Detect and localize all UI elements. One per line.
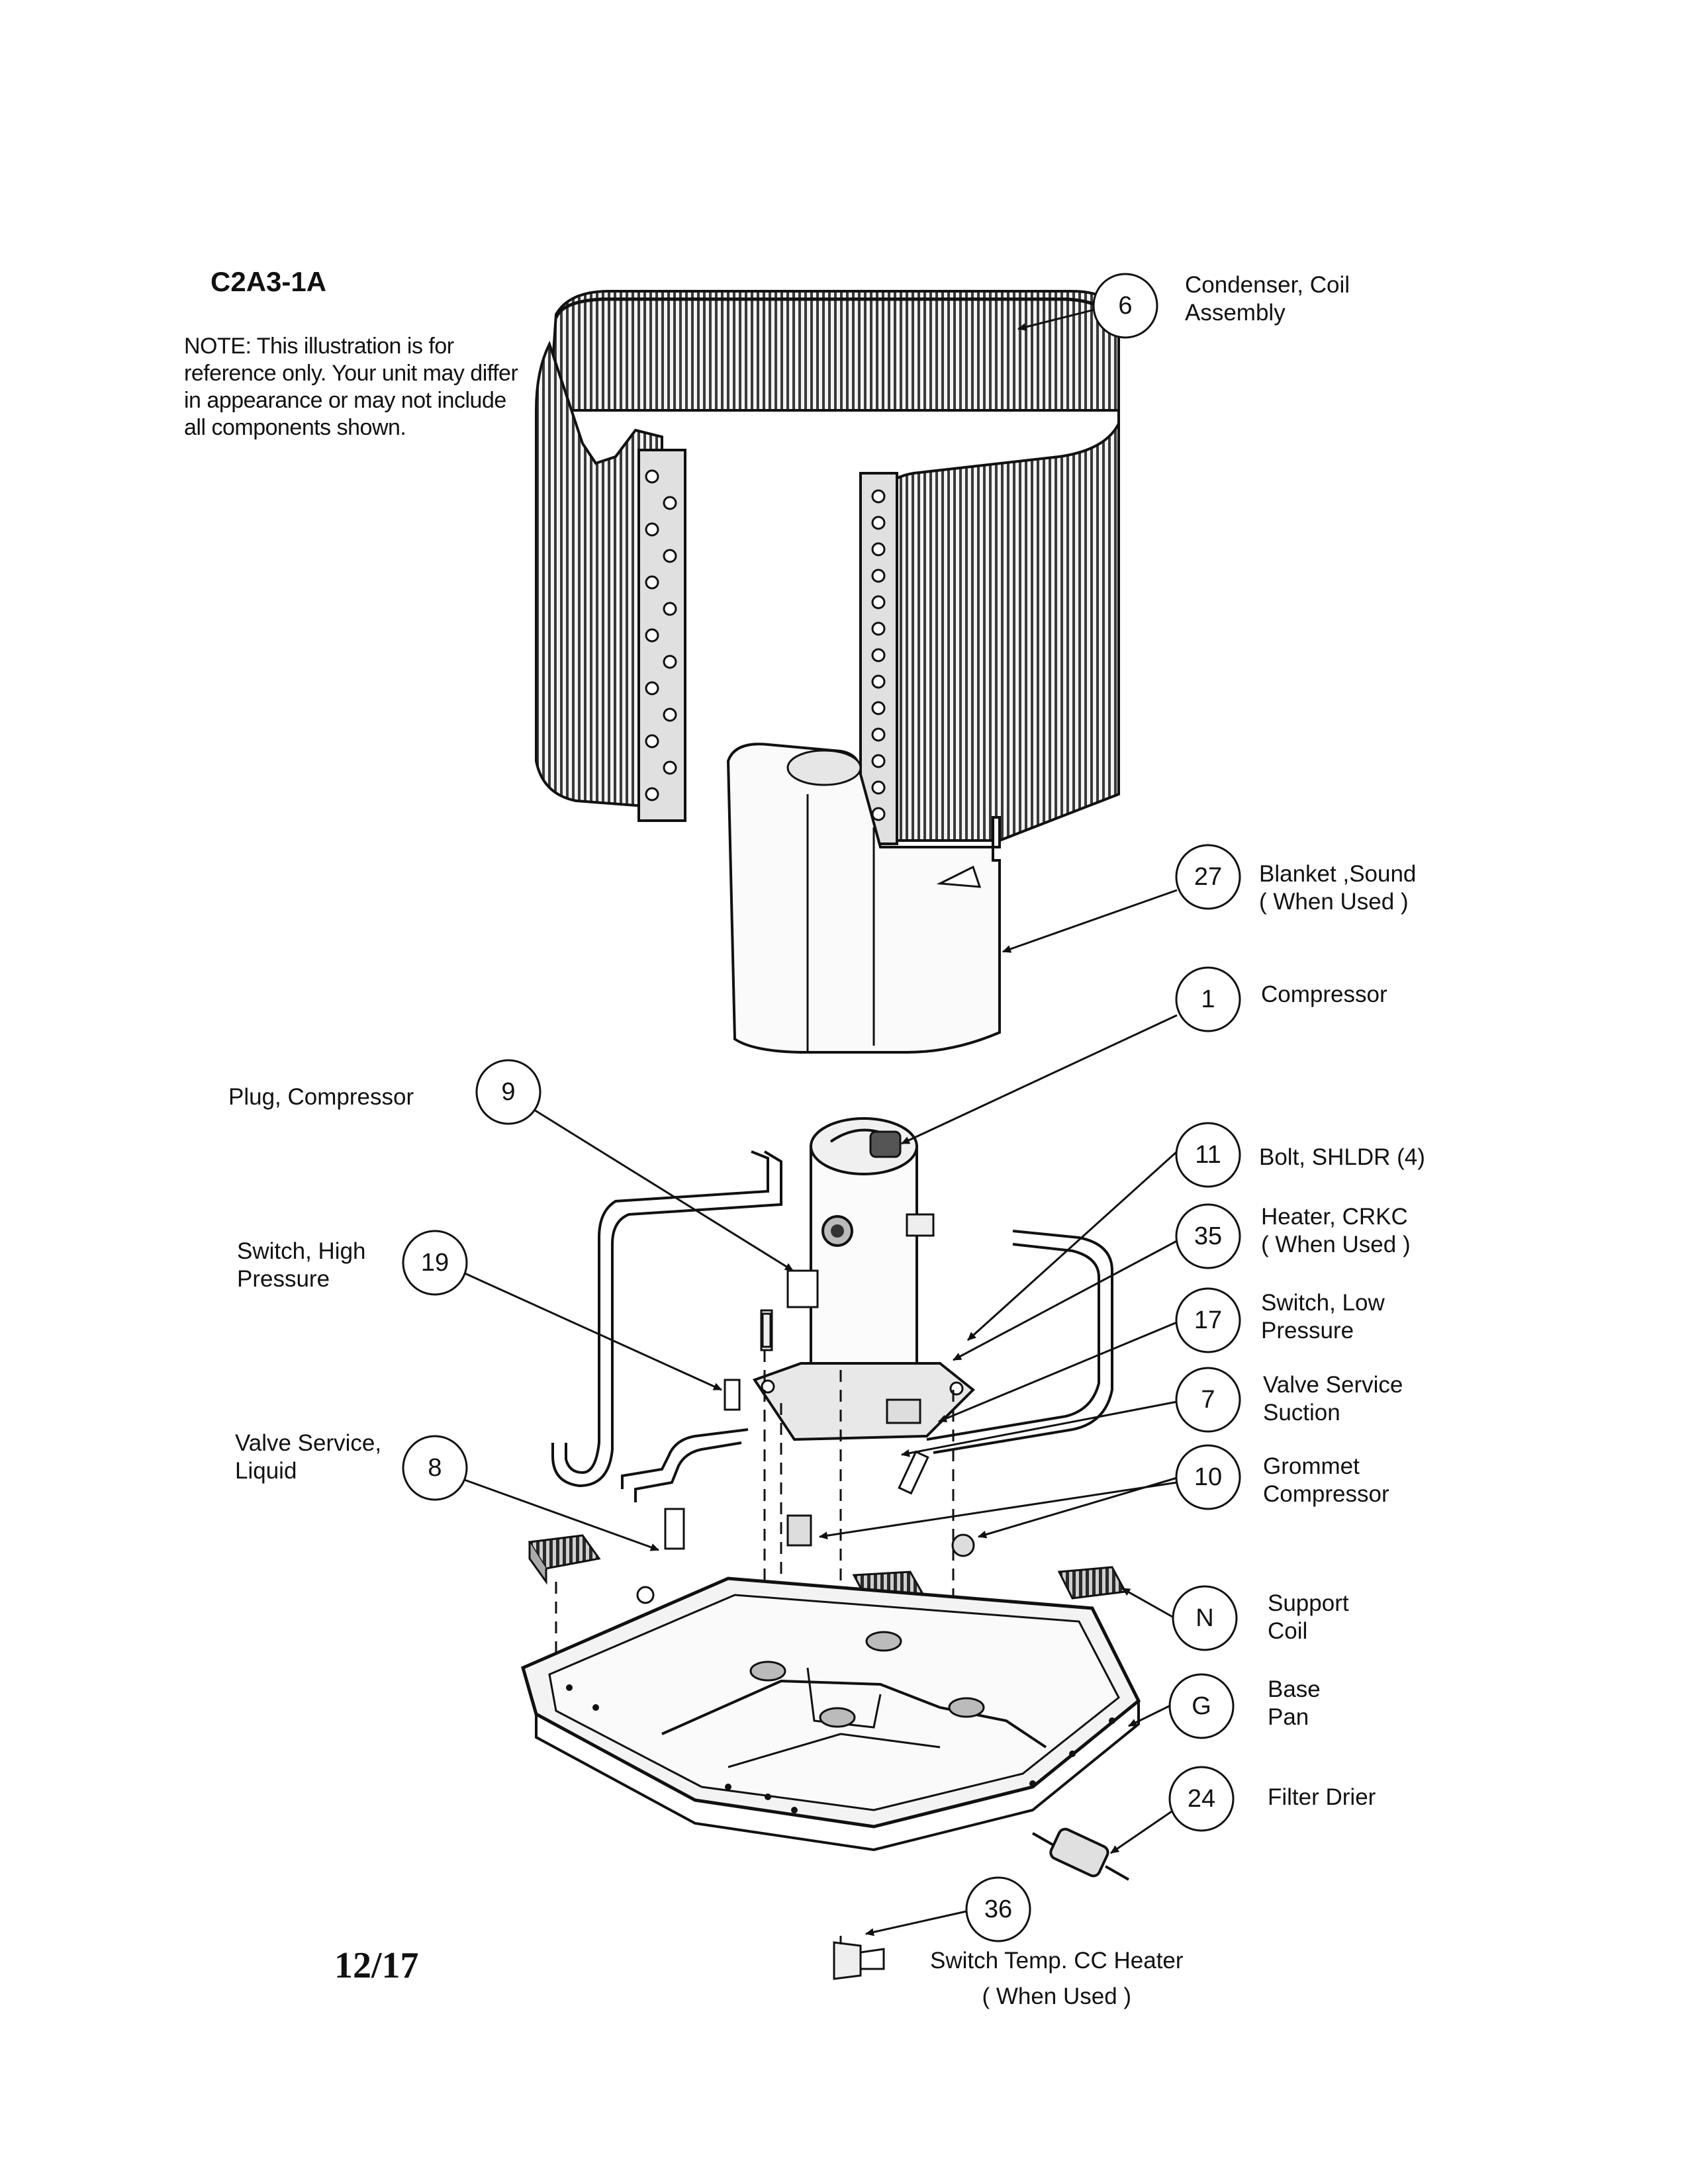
callout-10-text: 10	[1194, 1463, 1222, 1491]
part-label-35-line2: ( When Used )	[1261, 1232, 1411, 1257]
callout-6: 6	[1092, 273, 1158, 339]
callout-9: 9	[475, 1059, 541, 1125]
base-pan-illustration	[520, 1576, 1141, 1852]
callout-1-text: 1	[1201, 985, 1215, 1013]
callout-17-text: 17	[1194, 1306, 1222, 1334]
callout-24-text: 24	[1188, 1785, 1215, 1813]
callout-G-text: G	[1192, 1692, 1211, 1720]
part-label-36-line2: ( When Used )	[982, 1983, 1132, 2009]
callout-7-text: 7	[1201, 1386, 1215, 1414]
part-label-N: Support Coil	[1268, 1590, 1349, 1645]
part-label-36: Switch Temp. CC Heater ( When Used )	[930, 1947, 1184, 2011]
callout-1: 1	[1175, 966, 1241, 1032]
callout-7: 7	[1175, 1367, 1241, 1433]
part-label-6-line1: Condenser, Coil	[1185, 272, 1350, 298]
sound-blanket-illustration	[726, 743, 1001, 1054]
compressor-illustration	[752, 1117, 975, 1441]
part-label-11-line1: Bolt, SHLDR (4)	[1259, 1144, 1425, 1170]
callout-N: N	[1172, 1585, 1238, 1651]
callout-11: 11	[1175, 1122, 1241, 1188]
part-label-6: Condenser, Coil Assembly	[1185, 271, 1350, 327]
part-label-27-line1: Blanket ,Sound	[1259, 861, 1417, 887]
part-label-9: Plug, Compressor	[228, 1083, 414, 1111]
part-label-10-line1: Grommet	[1263, 1453, 1360, 1479]
callout-35: 35	[1175, 1203, 1241, 1269]
callout-19: 19	[402, 1230, 468, 1296]
part-label-17-line2: Pressure	[1261, 1318, 1354, 1343]
part-label-27: Blanket ,Sound ( When Used )	[1259, 860, 1416, 916]
callout-27-text: 27	[1194, 863, 1222, 891]
leader-lines	[453, 308, 1178, 1936]
callout-8-text: 8	[428, 1454, 442, 1482]
illustration-note: NOTE: This illustration is for reference…	[184, 334, 518, 440]
part-label-17-line1: Switch, Low	[1261, 1290, 1385, 1316]
part-label-24: Filter Drier	[1268, 1784, 1376, 1811]
callout-6-text: 6	[1118, 292, 1132, 320]
part-label-10: Grommet Compressor	[1263, 1453, 1389, 1508]
part-label-7-line1: Valve Service	[1263, 1372, 1403, 1398]
callout-19-text: 19	[421, 1249, 449, 1277]
callout-27: 27	[1175, 844, 1241, 910]
callout-10: 10	[1175, 1444, 1241, 1510]
part-label-27-line2: ( When Used )	[1259, 889, 1409, 915]
page-number: 12/17	[334, 1945, 419, 1986]
callout-N-text: N	[1196, 1604, 1213, 1632]
part-label-8-line1: Valve Service,	[235, 1430, 382, 1456]
part-label-19: Switch, High Pressure	[237, 1238, 366, 1293]
callout-24: 24	[1168, 1766, 1235, 1832]
part-label-17: Switch, Low Pressure	[1261, 1289, 1385, 1345]
part-label-19-line2: Pressure	[237, 1266, 330, 1292]
part-label-1-line1: Compressor	[1261, 981, 1387, 1007]
part-label-6-line2: Assembly	[1185, 300, 1286, 326]
switch-temp-illustration	[833, 1936, 885, 1980]
part-label-9-line1: Plug, Compressor	[228, 1084, 414, 1110]
part-label-36-line1: Switch Temp. CC Heater	[930, 1948, 1184, 1974]
diagram-title: C2A3-1A	[211, 266, 327, 297]
part-label-G: Base Pan	[1268, 1676, 1321, 1731]
part-label-N-line2: Coil	[1268, 1618, 1308, 1644]
part-label-G-line1: Base	[1268, 1676, 1321, 1702]
filter-drier-illustration	[1032, 1827, 1129, 1881]
part-label-7: Valve Service Suction	[1263, 1371, 1403, 1427]
part-label-G-line2: Pan	[1268, 1704, 1309, 1730]
callout-9-text: 9	[501, 1078, 515, 1106]
part-label-35-line1: Heater, CRKC	[1261, 1204, 1408, 1230]
part-label-8-line2: Liquid	[235, 1458, 297, 1484]
part-label-N-line1: Support	[1268, 1590, 1349, 1616]
callout-35-text: 35	[1194, 1222, 1222, 1250]
callout-8: 8	[402, 1435, 468, 1501]
part-label-10-line2: Compressor	[1263, 1481, 1389, 1507]
part-label-1: Compressor	[1261, 981, 1387, 1009]
part-label-11: Bolt, SHLDR (4)	[1259, 1144, 1425, 1171]
part-label-35: Heater, CRKC ( When Used )	[1261, 1203, 1411, 1259]
part-label-19-line1: Switch, High	[237, 1238, 366, 1264]
callout-11-text: 11	[1195, 1141, 1221, 1169]
part-label-7-line2: Suction	[1263, 1400, 1340, 1426]
condenser-coil-illustration	[535, 290, 1120, 845]
callout-36-text: 36	[984, 1895, 1012, 1923]
small-components	[636, 1309, 975, 1604]
callout-36: 36	[965, 1876, 1031, 1942]
part-label-8: Valve Service, Liquid	[235, 1430, 381, 1485]
callout-G: G	[1168, 1673, 1235, 1739]
callout-17: 17	[1175, 1287, 1241, 1353]
refrigerant-tubing	[551, 1150, 1113, 1502]
part-label-24-line1: Filter Drier	[1268, 1784, 1376, 1810]
